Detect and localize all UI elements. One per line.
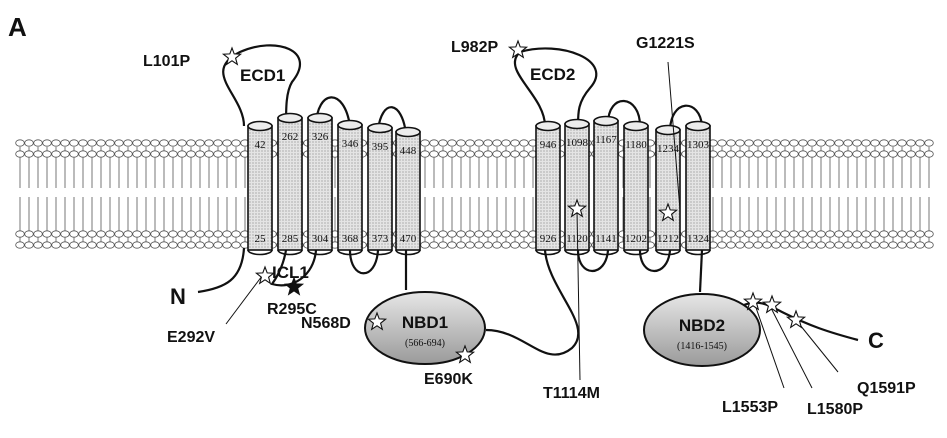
mutation-e292v: E292V [167, 329, 215, 346]
helix-bottom-residue: 285 [282, 233, 299, 245]
mutation-t1114m: T1114M [543, 385, 600, 402]
helix-bottom-residue: 926 [540, 233, 557, 245]
mutation-l982p: L982P [451, 39, 498, 56]
tm-helix: 1234 1212 [656, 126, 680, 255]
helix-bottom-residue: 25 [255, 233, 267, 245]
helix-top-residue: 1167 [595, 134, 617, 146]
mutation-e690k: E690K [424, 371, 473, 388]
helix-bottom-residue: 304 [312, 233, 329, 245]
panel-label: A [8, 12, 27, 42]
helix-top-residue: 346 [342, 138, 359, 150]
nbd1-label: NBD1 [402, 313, 448, 332]
helix-top-residue: 1098 [566, 137, 589, 149]
tm-helix: 1180 1202 [624, 122, 648, 255]
mutation-n568d: N568D [301, 315, 351, 332]
ecd1-label: ECD1 [240, 66, 285, 85]
tm12-nbd2-linker [700, 250, 702, 292]
nbd2-label: NBD2 [679, 316, 725, 335]
icl1-label: ICL1 [272, 263, 309, 282]
tm-helix: 946 926 [536, 122, 560, 255]
mutation-l101p: L101P [143, 53, 190, 70]
helix-top-residue: 262 [282, 131, 299, 143]
tm-helix: 346 368 [338, 121, 362, 255]
helix-bottom-residue: 1202 [625, 233, 647, 245]
tm-helix: 42 25 [248, 122, 272, 255]
ecd2-loop [515, 48, 596, 126]
helix-top-residue: 1180 [625, 139, 647, 151]
tm-helix: 395 373 [368, 124, 392, 255]
helix-bottom-residue: 368 [342, 233, 359, 245]
lipid-bilayer [16, 140, 934, 248]
nbd1-tm7-linker [486, 250, 578, 355]
mutation-l1580p: L1580P [807, 401, 863, 418]
helix-top-residue: 395 [372, 141, 389, 153]
helix-top-residue: 1303 [687, 139, 710, 151]
helix-bottom-residue: 1324 [687, 233, 710, 245]
helix-top-residue: 1234 [657, 143, 680, 155]
helix-bottom-residue: 470 [400, 233, 417, 245]
n-terminus-label: N [170, 284, 186, 309]
mutation-g1221s: G1221S [636, 35, 695, 52]
nbd2: NBD2 (1416-1545) [644, 294, 760, 366]
tm-helix: 262 285 [278, 114, 302, 255]
helix-top-residue: 946 [540, 139, 557, 151]
helix-top-residue: 326 [312, 131, 329, 143]
mutation-star-q1591p [787, 311, 804, 327]
tm-helix: 1303 1324 [686, 122, 710, 255]
nbd1-range: (566-694) [405, 338, 445, 349]
helix-top-residue: 448 [400, 145, 417, 157]
ecd2-label: ECD2 [530, 65, 575, 84]
mutation-q1591p: Q1591P [857, 380, 916, 397]
tm-helix: 448 470 [396, 128, 420, 255]
helix-bottom-residue: 1141 [595, 233, 617, 245]
icl-tm8-tm9 [578, 250, 608, 271]
helix-bottom-residue: 1212 [657, 233, 679, 245]
tm-helix: 326 304 [308, 114, 332, 255]
n-terminal-tail [198, 248, 244, 292]
mutation-l1553p: L1553P [722, 399, 778, 416]
helix-bottom-residue: 373 [372, 233, 389, 245]
nbd2-range: (1416-1545) [677, 341, 727, 352]
c-terminus-label: C [868, 328, 884, 353]
tm-helix: 1167 1141 [594, 117, 618, 255]
helix-top-residue: 42 [255, 139, 266, 151]
